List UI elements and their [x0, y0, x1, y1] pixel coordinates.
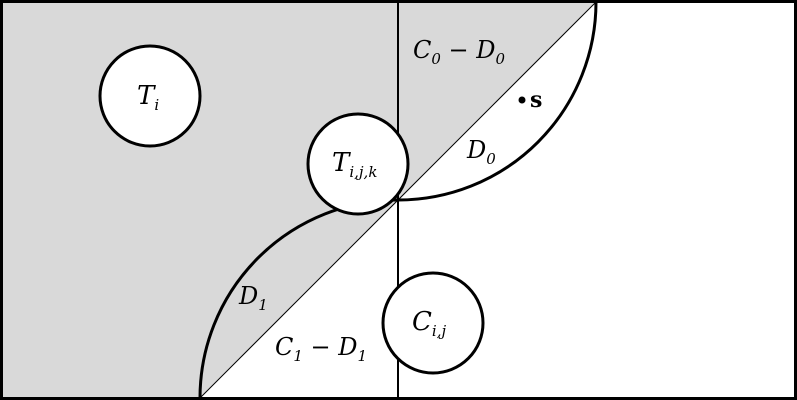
- label-t-i: Ti: [137, 81, 159, 114]
- d0-arc: [397, 1, 598, 202]
- point-s-dot: [518, 96, 526, 104]
- label-t-ijk: Ti,j,k: [332, 148, 377, 181]
- label-s: s: [530, 87, 542, 113]
- label-c1-minus-d1: C1 − D1: [275, 333, 367, 365]
- circle-t-ijk: [306, 112, 410, 216]
- circle-t-i: [98, 44, 202, 148]
- circle-c-ij: [381, 271, 485, 375]
- label-d1: D1: [238, 282, 268, 314]
- label-c-ij: Ci,j: [412, 307, 446, 340]
- label-c0-minus-d0: C0 − D0: [413, 36, 506, 68]
- label-d0: D0: [466, 136, 496, 168]
